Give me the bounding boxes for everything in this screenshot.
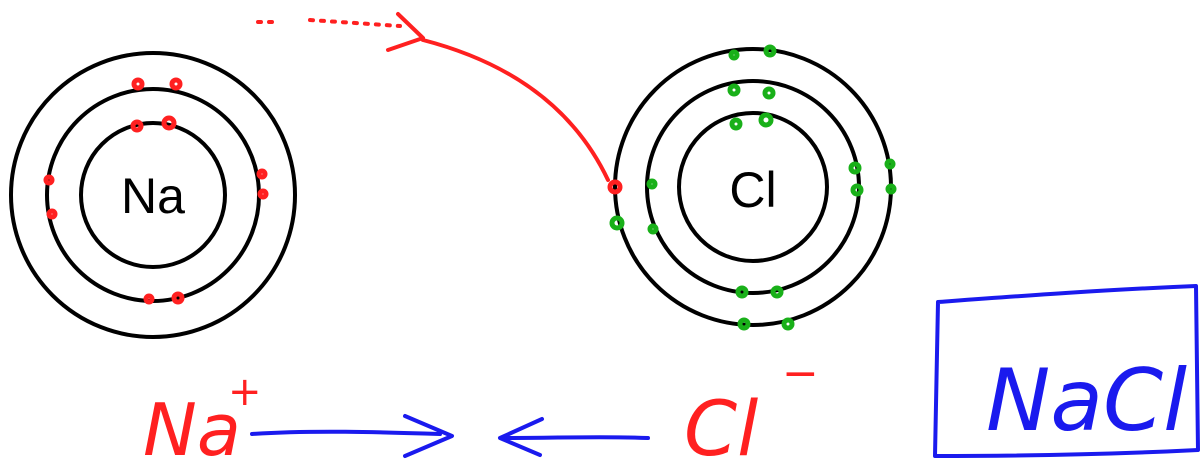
electron bbox=[735, 285, 749, 299]
electron bbox=[728, 49, 740, 61]
electron bbox=[737, 317, 751, 331]
chloride-ion-charge: − bbox=[782, 348, 819, 399]
transfer-curve bbox=[421, 38, 610, 182]
electron bbox=[848, 161, 862, 175]
electron bbox=[758, 112, 774, 128]
electron bbox=[257, 188, 269, 200]
electron bbox=[762, 86, 776, 100]
product-formula: NaCl bbox=[986, 351, 1187, 451]
chlorine-atom: Cl bbox=[609, 44, 897, 331]
electron bbox=[763, 44, 777, 58]
right-arrow bbox=[250, 414, 454, 458]
electron bbox=[609, 215, 625, 231]
electron bbox=[729, 117, 743, 131]
electron bbox=[43, 174, 55, 186]
transfer-arrowhead bbox=[386, 12, 425, 52]
chlorine-shell-inner bbox=[677, 111, 829, 263]
transfer-dotted-trail bbox=[256, 18, 402, 28]
electron bbox=[130, 119, 144, 133]
electron bbox=[647, 223, 659, 235]
electron bbox=[781, 317, 795, 331]
electron bbox=[884, 158, 896, 170]
chloride-ion-symbol: Cl bbox=[684, 384, 758, 463]
chloride-ion: Cl − bbox=[684, 348, 819, 463]
sodium-ion-charge: + bbox=[228, 369, 262, 415]
chlorine-electrons bbox=[609, 44, 897, 331]
attraction-arrows bbox=[250, 414, 650, 458]
product-box bbox=[933, 284, 1200, 458]
sodium-ion-symbol: Na bbox=[143, 388, 241, 463]
sodium-atom: Na bbox=[9, 51, 297, 339]
sodium-ion: Na + bbox=[143, 369, 262, 463]
electron bbox=[171, 291, 185, 305]
electron bbox=[646, 178, 658, 190]
left-arrow bbox=[498, 417, 650, 457]
electron bbox=[143, 293, 155, 305]
electron bbox=[770, 285, 784, 299]
transferred-electron bbox=[607, 179, 623, 195]
electron bbox=[727, 83, 741, 97]
electron bbox=[161, 115, 177, 131]
product: NaCl bbox=[933, 284, 1200, 458]
electron bbox=[131, 77, 145, 91]
sodium-shell-outer bbox=[9, 51, 297, 339]
electron bbox=[256, 168, 268, 180]
sodium-electrons bbox=[43, 77, 269, 305]
electron bbox=[169, 77, 183, 91]
sodium-symbol: Na bbox=[121, 168, 185, 224]
chlorine-symbol: Cl bbox=[729, 162, 776, 218]
electron bbox=[850, 183, 864, 197]
electron bbox=[46, 208, 58, 220]
sodium-shell-inner bbox=[79, 121, 227, 269]
electron-transfer bbox=[256, 12, 623, 195]
electron bbox=[885, 183, 897, 195]
